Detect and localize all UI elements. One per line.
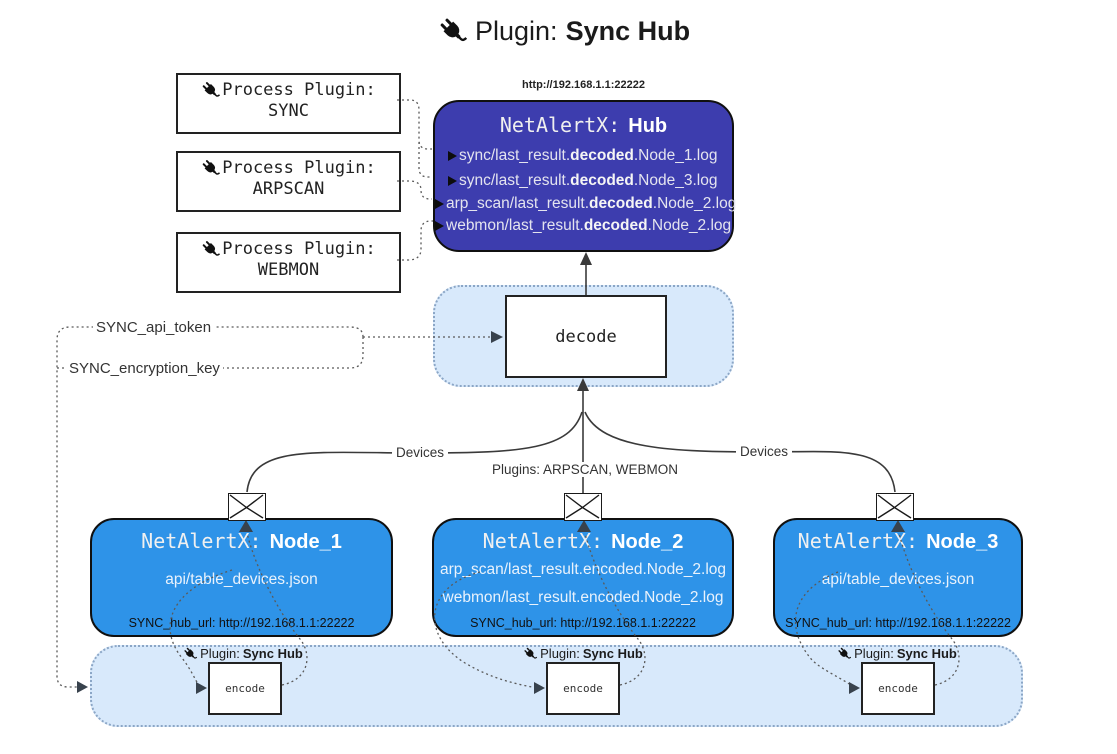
- node-file: arp_scan/last_result.encoded.Node_2.log: [439, 561, 727, 578]
- arrow-right-icon: [435, 199, 444, 209]
- plug-icon: [183, 647, 197, 661]
- arrow-right-icon: [77, 681, 88, 693]
- hub-log-line: sync/last_result.decoded.Node_3.log: [435, 168, 732, 193]
- node-title: NetAlertX:Node_1: [141, 529, 342, 553]
- sync-api-token-label: SYNC_api_token: [93, 319, 215, 336]
- plug-icon: [523, 647, 537, 661]
- process-plugin-name: SYNC: [268, 101, 309, 121]
- page-title: Plugin: Sync Hub: [438, 16, 690, 47]
- node-file: api/table_devices.json: [821, 571, 975, 588]
- node-hub-url: SYNC_hub_url: http://192.168.1.1:22222: [470, 616, 696, 630]
- node-hub-url: SYNC_hub_url: http://192.168.1.1:22222: [128, 616, 355, 630]
- page-title-name: Sync Hub: [565, 16, 691, 46]
- edge-sync-to-hub-1: [397, 99, 432, 150]
- hub-title: NetAlertX: Hub: [435, 113, 732, 138]
- arrow-right-icon: [448, 175, 457, 186]
- encode-box: encode: [546, 662, 620, 715]
- band-plugin-label: Plugin:Sync Hub: [523, 646, 643, 661]
- sync-encryption-key-label: SYNC_encryption_key: [66, 360, 223, 377]
- process-plugin-name: WEBMON: [257, 260, 320, 280]
- hub-log-line: arp_scan/last_result.decoded.Node_2.log: [435, 193, 736, 215]
- arrow-up-icon: [580, 252, 592, 265]
- hub-box: NetAlertX: Hub sync/last_result.decoded.N…: [433, 100, 736, 252]
- hub-log-line: sync/last_result.decoded.Node_1.log: [435, 143, 732, 168]
- node-2-box: NetAlertX:Node_2 arp_scan/last_result.en…: [432, 518, 734, 637]
- process-plugin-heading: Process Plugin:: [222, 80, 376, 100]
- edge-webmon-to-hub: [397, 220, 433, 261]
- process-plugin-sync: Process Plugin: SYNC: [176, 73, 401, 134]
- band-plugin-label: Plugin:Sync Hub: [837, 646, 957, 661]
- node-file: api/table_devices.json: [165, 571, 318, 588]
- hub-url: http://192.168.1.1:22222: [522, 79, 645, 91]
- edge-label-devices-right: Devices: [735, 444, 793, 459]
- plug-icon: [438, 17, 467, 46]
- plug-icon: [201, 240, 220, 259]
- edge-sync-to-hub-2: [418, 142, 432, 178]
- encode-box: encode: [208, 662, 282, 715]
- band-plugin-label: Plugin:Sync Hub: [183, 646, 303, 661]
- process-plugin-arpscan: Process Plugin: ARPSCAN: [176, 151, 401, 212]
- decode-box: decode: [505, 295, 667, 378]
- hub-log-list: sync/last_result.decoded.Node_1.log sync…: [435, 143, 736, 237]
- node-files: arp_scan/last_result.encoded.Node_2.log …: [434, 556, 732, 612]
- edge-label-devices-left: Devices: [391, 445, 449, 460]
- node-1-box: NetAlertX:Node_1 api/table_devices.json …: [90, 518, 393, 637]
- hub-title-prefix: NetAlertX:: [499, 113, 621, 137]
- node-3-box: NetAlertX:Node_3 api/table_devices.json …: [773, 518, 1023, 637]
- envelope-icon: [228, 493, 266, 521]
- arrow-right-icon: [435, 221, 444, 231]
- plug-icon: [201, 159, 220, 178]
- hub-title-name: Hub: [628, 115, 668, 137]
- process-plugin-heading: Process Plugin:: [222, 239, 376, 259]
- edge-arpscan-to-hub: [397, 180, 432, 200]
- arrow-right-icon: [448, 150, 457, 161]
- page-title-label: Plugin:: [475, 16, 558, 46]
- plug-icon: [201, 81, 220, 100]
- node-hub-url: SYNC_hub_url: http://192.168.1.1:22222: [785, 616, 1011, 630]
- process-plugin-name: ARPSCAN: [252, 179, 325, 199]
- plug-icon: [837, 647, 851, 661]
- hub-log-line: webmon/last_result.decoded.Node_2.log: [435, 215, 732, 237]
- envelope-icon: [876, 493, 914, 521]
- node-title: NetAlertX:Node_2: [482, 529, 684, 553]
- envelope-icon: [564, 493, 602, 521]
- process-plugin-heading: Process Plugin:: [222, 158, 376, 178]
- node-file: webmon/last_result.encoded.Node_2.log: [442, 589, 724, 606]
- node-files: api/table_devices.json: [775, 566, 1021, 594]
- node-files: api/table_devices.json: [92, 566, 391, 594]
- edge-label-plugins: Plugins: ARPSCAN, WEBMON: [487, 462, 683, 477]
- node-title: NetAlertX:Node_3: [797, 529, 999, 553]
- encode-box: encode: [861, 662, 935, 715]
- process-plugin-webmon: Process Plugin: WEBMON: [176, 232, 401, 293]
